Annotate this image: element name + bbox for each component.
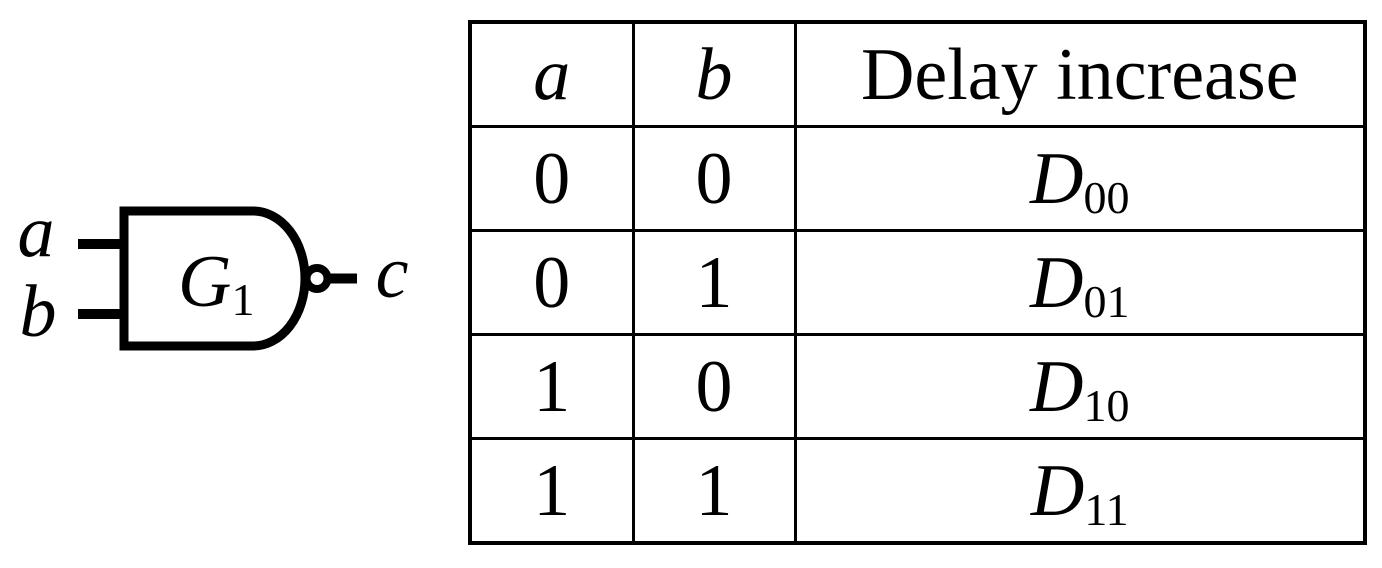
delay-subscript: 11: [1084, 483, 1129, 535]
delay-symbol: D: [1030, 345, 1084, 428]
delay-truth-table: a b Delay increase 0 0 D00 0 1 D01 1 0 D…: [468, 20, 1367, 545]
column-header-b: b: [631, 20, 797, 128]
table-row: 0 0 D00: [468, 125, 1367, 232]
delay-subscript: 10: [1083, 379, 1130, 431]
cell-delay: D10: [793, 333, 1367, 440]
cell-delay: D00: [793, 125, 1367, 232]
input-b-label: b: [20, 271, 57, 353]
delay-subscript: 00: [1083, 171, 1130, 223]
gate-name-base: G: [178, 241, 231, 323]
column-header-a: a: [468, 20, 635, 128]
delay-symbol: D: [1030, 449, 1085, 532]
nand-gate-diagram: a b G1 c: [18, 191, 409, 353]
cell-delay: D11: [793, 437, 1367, 545]
cell-b: 0: [631, 125, 797, 232]
table-row: 0 1 D01: [468, 229, 1367, 336]
cell-b: 1: [631, 229, 797, 336]
cell-b: 1: [631, 437, 797, 545]
column-header-delay-increase: Delay increase: [793, 20, 1367, 128]
cell-a: 1: [468, 333, 635, 440]
delay-symbol: D: [1030, 137, 1084, 220]
delay-symbol: D: [1030, 241, 1084, 324]
delay-subscript: 01: [1083, 275, 1130, 327]
cell-b: 0: [631, 333, 797, 440]
cell-a: 0: [468, 125, 635, 232]
cell-delay: D01: [793, 229, 1367, 336]
table-row: 1 1 D11: [468, 437, 1367, 545]
gate-name-label: G1: [178, 241, 254, 325]
inversion-bubble: [302, 264, 332, 293]
gate-name-subscript: 1: [231, 274, 254, 325]
cell-a: 0: [468, 229, 635, 336]
input-a-label: a: [18, 191, 55, 273]
output-c-label: c: [376, 232, 409, 314]
cell-a: 1: [468, 437, 635, 545]
table-row: 1 0 D10: [468, 333, 1367, 440]
table-header-row: a b Delay increase: [468, 20, 1367, 128]
